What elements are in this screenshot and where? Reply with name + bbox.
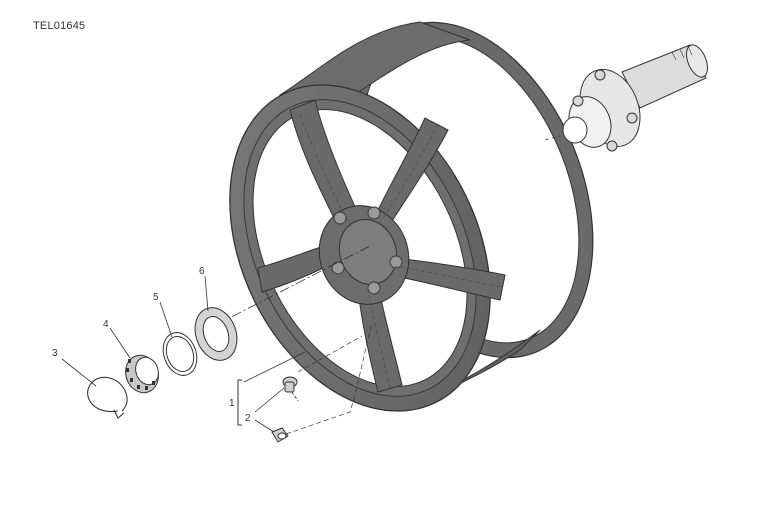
part-3-snap-ring: [87, 376, 128, 419]
part-5-washer: [162, 332, 198, 376]
part-6-seal: [194, 307, 238, 361]
callout-2: 2: [245, 413, 251, 424]
drawing-code: TEL01645: [33, 20, 86, 32]
callout-1-bracket: [237, 379, 242, 426]
callout-leaders: [61, 275, 306, 433]
callout-1: 1: [229, 398, 235, 409]
part-2-valve-lower: [271, 427, 289, 443]
callout-6: 6: [199, 266, 205, 277]
part-4-bearing: [125, 354, 159, 394]
rear-axle-flange: [544, 44, 708, 152]
spoke-detail-lines: [299, 114, 501, 389]
callout-5: 5: [153, 292, 159, 303]
callout-3: 3: [52, 348, 58, 359]
valve-leader-dashed: [285, 321, 373, 435]
part-2-valve-upper: [282, 376, 299, 402]
valve-axis-upper: [297, 335, 363, 373]
wheel-hub: [318, 205, 410, 305]
callout-4: 4: [103, 319, 109, 330]
